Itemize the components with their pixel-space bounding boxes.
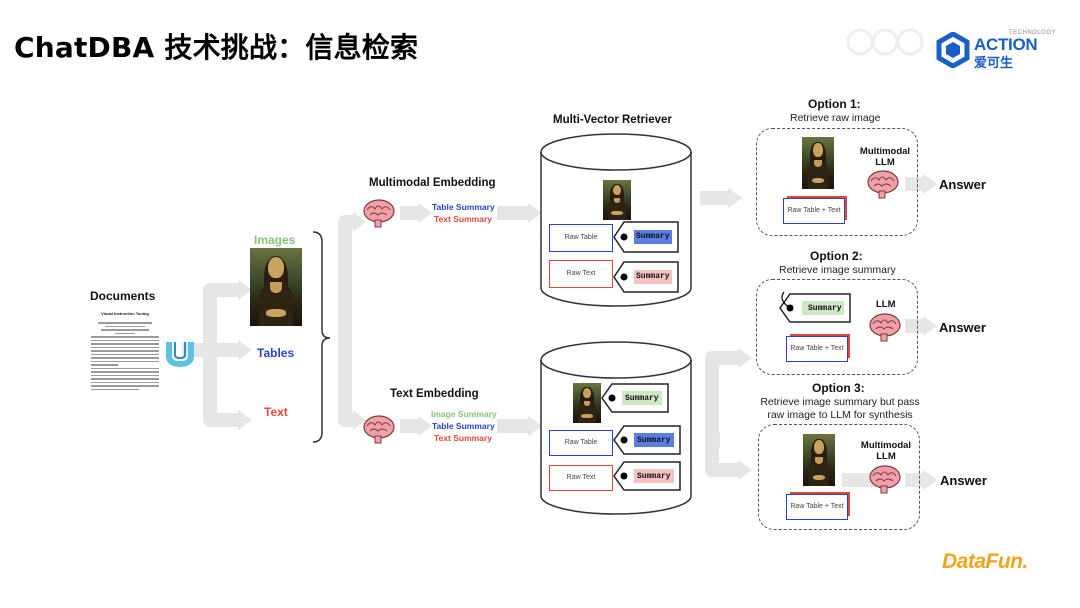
raw-table-text-box: Raw Table + Text (786, 336, 848, 362)
raw-table-box: Raw Table (549, 224, 613, 252)
brain-icon (363, 199, 395, 228)
tables-label: Tables (257, 346, 295, 360)
raw-table-text-box: Raw Table + Text (783, 198, 845, 224)
option3-llm: Multimodal LLM (860, 440, 912, 463)
brain-icon (869, 313, 901, 342)
brain-icon (869, 465, 901, 494)
option2-subtitle: Retrieve image summary (779, 264, 896, 276)
action-tag: TECHNOLOGY (1009, 30, 1057, 36)
datafun-logo: DataFun. (942, 550, 1028, 573)
te-table-summary: Table Summary (432, 421, 495, 431)
option3-title: Option 3: (812, 381, 865, 395)
summary-tags (601, 383, 681, 491)
option3-subtitle: Retrieve image summary but pass raw imag… (760, 396, 920, 421)
summary-tag-text: Summary (636, 272, 670, 281)
mm-text-summary: Text Summary (434, 214, 492, 224)
retriever-title: Multi-Vector Retriever (553, 114, 672, 126)
option2-answer: Answer (939, 320, 986, 335)
option2-llm: LLM (876, 299, 896, 310)
brain-icon (363, 415, 395, 444)
embed-bracket-arrow (338, 215, 355, 427)
option3-answer: Answer (940, 473, 987, 488)
watermark-logo (846, 28, 924, 56)
brain-icon (867, 170, 899, 199)
action-logo: TECHNOLOGY ACTION 爱可生 (934, 30, 1064, 71)
summary-tag-icon (779, 291, 851, 323)
summary-tag-table: Summary (636, 232, 670, 241)
text-label: Text (264, 405, 288, 419)
option1-panel (756, 128, 918, 236)
documents-label: Documents (90, 289, 156, 303)
raw-text-box: Raw Text (549, 465, 613, 491)
raw-table-text-box: Raw Table + Text (786, 494, 848, 520)
document-title: Visual Instruction Tuning (101, 311, 149, 316)
option1-title: Option 1: (808, 97, 861, 111)
multimodal-embedding-title: Multimodal Embedding (369, 177, 496, 189)
mona-lisa-image (603, 180, 631, 220)
option2-summary: Summary (808, 304, 842, 313)
option2-panel (756, 279, 918, 375)
summary-tags (613, 221, 679, 293)
document-thumbnail: Visual Instruction Tuning (85, 308, 165, 400)
option2-title: Option 2: (810, 249, 863, 263)
mona-lisa-image (803, 434, 835, 486)
option3-panel (758, 424, 920, 530)
summary-tag-text: Summary (637, 472, 671, 481)
raw-table-box: Raw Table (549, 430, 613, 456)
images-label: Images (254, 233, 296, 247)
slide-title: ChatDBA 技术挑战：信息检索 (14, 31, 419, 64)
merge-bracket (312, 231, 331, 443)
option1-subtitle: Retrieve raw image (790, 112, 881, 124)
mona-lisa-image (573, 383, 601, 423)
action-logo-icon (936, 32, 970, 68)
text-embedding-title: Text Embedding (390, 388, 479, 400)
te-image-summary: Image Summary (431, 409, 497, 419)
mona-lisa-image-large (250, 248, 302, 326)
mona-lisa-image (802, 137, 834, 189)
retriever-to-option3-arrow (705, 420, 740, 477)
option1-llm: Multimodal LLM (859, 146, 911, 169)
action-cn: 爱可生 (974, 56, 1014, 71)
option1-answer: Answer (939, 177, 986, 192)
mm-table-summary: Table Summary (432, 202, 495, 212)
te-text-summary: Text Summary (434, 433, 492, 443)
summary-tag-table: Summary (637, 436, 671, 445)
raw-text-box: Raw Text (549, 260, 613, 288)
summary-tag-image: Summary (625, 394, 659, 403)
unstructured-logo-icon (166, 342, 194, 368)
action-name: ACTION (974, 35, 1038, 54)
